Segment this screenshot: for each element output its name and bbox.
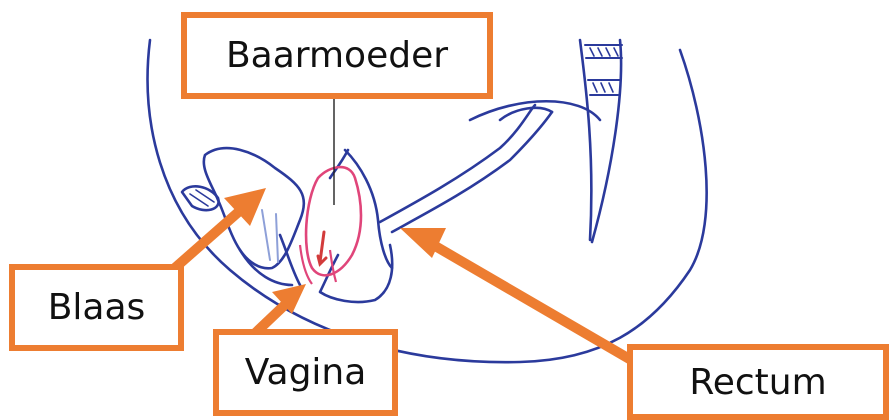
- rectum: [380, 105, 552, 232]
- sacrum: [580, 40, 621, 242]
- label-rectum: Rectum: [627, 344, 889, 420]
- label-bladder: Blaas: [9, 264, 184, 351]
- label-uterus: Baarmoeder: [181, 12, 493, 99]
- label-vagina: Vagina: [213, 329, 398, 416]
